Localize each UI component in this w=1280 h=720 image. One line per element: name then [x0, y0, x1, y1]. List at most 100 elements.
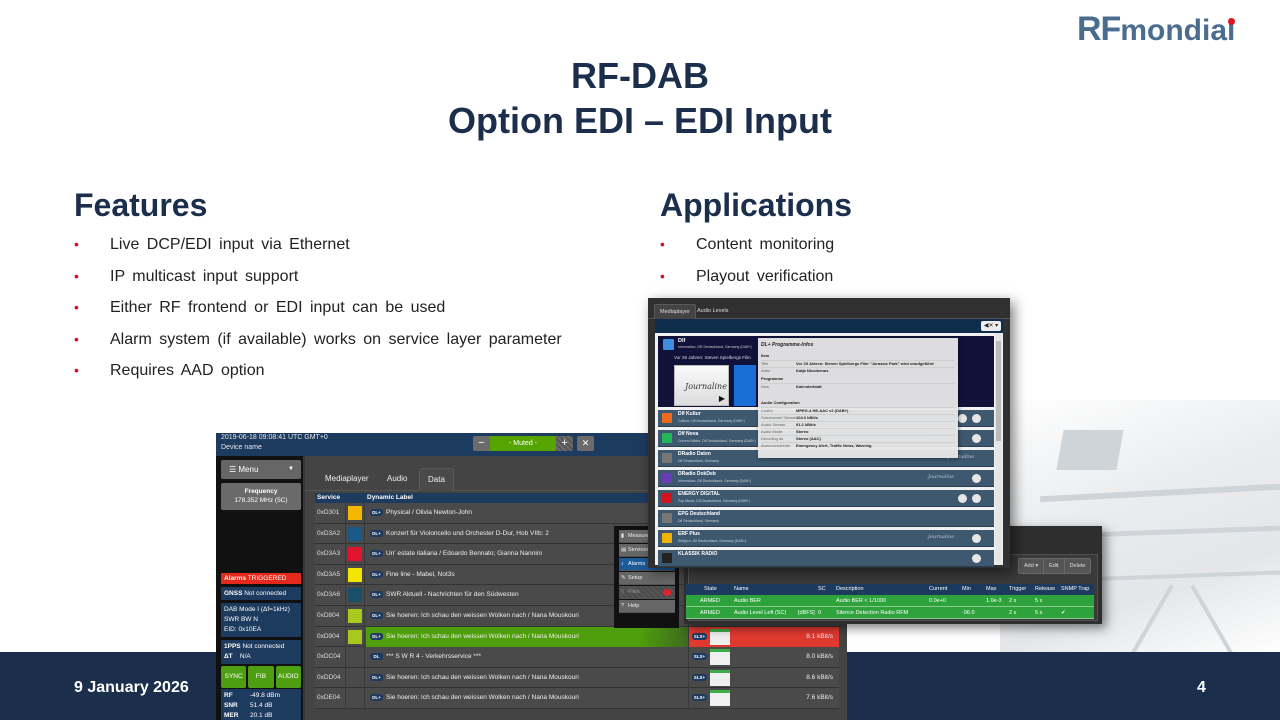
slideshow-icon[interactable]: [972, 554, 981, 563]
slideshow-card[interactable]: [734, 365, 756, 406]
slideshow-icon[interactable]: [972, 534, 981, 543]
menu-item-help[interactable]: ?Help: [619, 600, 675, 613]
wrench-icon: ✎: [621, 575, 626, 581]
file-icon: ▯: [621, 589, 625, 595]
mute-icon[interactable]: ✕: [577, 436, 594, 451]
menu-item-label: Setup: [628, 575, 643, 581]
journaline-card[interactable]: Journaline▶: [674, 365, 729, 406]
field-value: Vor 25 Jahren: Steven Spielbergs Film "J…: [796, 361, 934, 366]
add-button[interactable]: Add ▾: [1019, 559, 1045, 573]
service-description: Dlf Deutschland, Germany: [678, 459, 720, 463]
features-list: Live DCP/EDI input via Ethernet IP multi…: [74, 236, 562, 394]
sidebar: ☰ Menu▼ Frequency 178.352 MHz (5C) Alarm…: [216, 456, 303, 720]
tab-mediaplayer[interactable]: Mediaplayer: [654, 304, 696, 319]
rfmondial-logo: RFmondial: [1077, 10, 1235, 49]
tab-audio[interactable]: Audio: [387, 474, 408, 483]
sync-button[interactable]: SYNC: [221, 666, 247, 688]
slideshow-thumbnail[interactable]: [710, 628, 730, 645]
audio-button[interactable]: AUDIO: [275, 666, 301, 688]
slideshow-icon[interactable]: [972, 474, 981, 483]
service-logo-icon: [348, 567, 362, 582]
field-value: Katja Nicodemus: [796, 368, 829, 373]
chart-icon: ▮: [621, 533, 625, 539]
service-logo-icon: [348, 547, 362, 562]
alarms-header-cell: Release: [1035, 586, 1056, 592]
dynamic-label-text: SWR Aktuell - Nachrichten für den Südwes…: [386, 591, 519, 599]
tab-audio-levels[interactable]: Audio Levels: [697, 308, 729, 314]
help-icon: ?: [621, 603, 625, 609]
popup-section: Audio Configuration: [761, 400, 800, 405]
scrollbar-thumb[interactable]: [996, 341, 1001, 441]
popup-section: Item: [761, 353, 770, 358]
alarm-cell-description: Audio BER < 1/1000: [836, 598, 886, 604]
frequency-button[interactable]: Frequency 178.352 MHz (5C): [221, 483, 301, 510]
slideshow-thumbnail[interactable]: [710, 669, 730, 686]
dynamic-label-text: Sie hoeren: Ich schau den weissen Wolken…: [386, 673, 579, 681]
field-key: Title: [761, 361, 769, 366]
dynamic-label-text: Un' estate italiana / Edoardo Bennato; G…: [386, 550, 542, 558]
alarms-status[interactable]: Alarms TRIGGERED: [221, 573, 301, 584]
bell-icon: ♪: [621, 561, 624, 567]
alarms-header-cell: Current: [929, 586, 948, 592]
volume-up-button[interactable]: +: [556, 436, 573, 451]
service-id: 0xD3A5: [317, 570, 341, 578]
slideshow-icon[interactable]: [972, 434, 981, 443]
table-row[interactable]: 0xDD04 DL+Sie hoeren: Ich schau den weiss…: [315, 667, 839, 689]
slideshow-icon[interactable]: [972, 494, 981, 503]
service-id: 0xD3A6: [317, 591, 341, 599]
menu-item-label: Files: [628, 589, 640, 595]
slideshow-icon[interactable]: [972, 414, 981, 423]
dl-badge: DL+: [370, 632, 383, 640]
menu-item-setup[interactable]: ✎Setup: [619, 572, 675, 585]
volume-level[interactable]: - Muted -: [490, 436, 556, 451]
slideshow-thumbnail[interactable]: [710, 649, 730, 666]
alarms-header-cell: SC: [818, 586, 826, 592]
info-icon[interactable]: [958, 494, 967, 503]
alarms-header-cell: Min: [962, 586, 971, 592]
dynamic-label-text: Konzert für Violoncello und Orchester D-…: [386, 529, 549, 537]
field-key: Audio Stream: [761, 422, 786, 427]
service-id: 0xDD04: [317, 673, 341, 681]
info-icon[interactable]: [958, 414, 967, 423]
play-icon[interactable]: ▶: [718, 394, 725, 403]
service-logo-icon: [348, 588, 362, 603]
menu-button[interactable]: ☰ Menu▼: [221, 460, 301, 479]
fib-button[interactable]: FIB: [248, 666, 274, 688]
scrollbar[interactable]: [995, 333, 1002, 565]
gnss-state: Not connected: [244, 590, 287, 597]
dl-badge: DL+: [370, 509, 383, 516]
delete-button[interactable]: Delete: [1064, 559, 1091, 573]
gnss-status: GNSS Not connected: [221, 587, 301, 600]
menu-label: ☰ Menu: [229, 465, 259, 474]
menu-item-files[interactable]: ▯Files: [619, 586, 675, 599]
field-value: 91.2 kBit/s: [796, 422, 816, 427]
service-logo-icon: [348, 608, 362, 623]
service-icon: [662, 533, 672, 543]
volume-dropdown[interactable]: ◀✕ ▾: [981, 321, 1001, 331]
device-name: Device name: [221, 444, 262, 451]
dynamic-label-cell: DL+Sie hoeren: Ich schau den weissen Wol…: [366, 668, 688, 688]
menu-item-label: Measurements: [628, 533, 665, 539]
service-list-item[interactable]: KLASSIK RADIO: [658, 550, 994, 567]
dynamic-label-text: Fine line - Mabel, Not3s: [386, 570, 455, 578]
menu-item-label: Help: [628, 603, 640, 609]
service-icon: [662, 513, 672, 523]
edit-button[interactable]: Edit: [1044, 559, 1065, 573]
tab-data[interactable]: Data: [419, 468, 454, 491]
volume-down-button[interactable]: −: [473, 436, 490, 451]
popup-section: Programme: [761, 376, 784, 381]
journaline-icon: Journaline: [928, 474, 955, 480]
slideshow-thumbnail[interactable]: [710, 690, 730, 707]
tab-mediaplayer[interactable]: Mediaplayer: [325, 474, 369, 483]
header-service: Service: [317, 494, 341, 501]
